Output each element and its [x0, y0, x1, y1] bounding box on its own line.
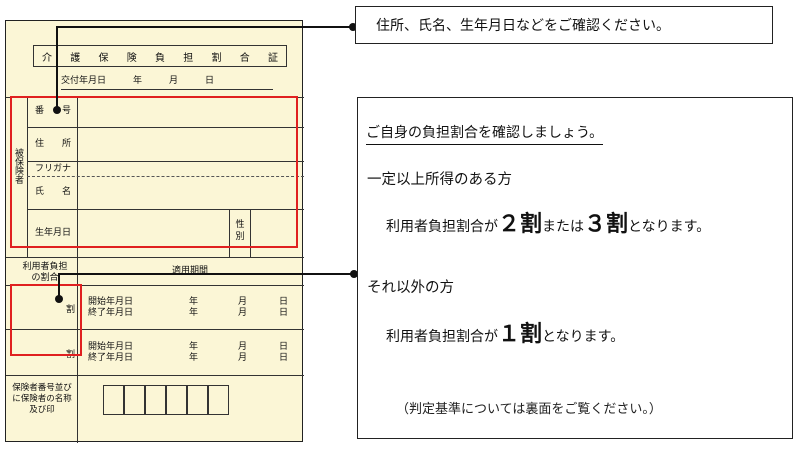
divider [27, 209, 304, 210]
connector-dot [350, 270, 358, 278]
ratio-wari: 割 [66, 305, 76, 315]
divider [77, 97, 78, 257]
insurer-number-box [166, 385, 187, 415]
title-char: 負 [155, 52, 165, 64]
ratio-3wari: ３割 [584, 212, 629, 237]
line1-prefix: 利用者負担割合が [386, 219, 498, 235]
issue-date-underline [61, 89, 273, 90]
divider [250, 209, 251, 257]
title-char: 担 [183, 52, 194, 64]
period-start-label: 開始年月日 [88, 297, 134, 307]
connector-dot [55, 295, 63, 303]
insurance-certificate-card: 介 護 保 険 負 担 割 合 証 交付年月日 年 月 日 被保険者 番 号 住… [5, 20, 304, 443]
year-unit: 年 [189, 353, 199, 363]
period-end-label: 終了年月日 [88, 308, 134, 318]
title-char: 割 [211, 52, 222, 64]
period-start-label: 開始年月日 [88, 342, 134, 352]
period-label: 適用期間 [172, 266, 209, 276]
line-others: 利用者負担割合が １割 となります。 [386, 316, 624, 348]
month-unit: 月 [238, 297, 248, 307]
divider [6, 285, 304, 286]
day-unit: 日 [279, 297, 289, 307]
divider [27, 97, 28, 257]
day-unit: 日 [279, 308, 289, 318]
divider [6, 329, 304, 330]
month-unit: 月 [238, 353, 248, 363]
insurer-label: 保険者番号並びに保険者の名称及び印 [12, 383, 72, 415]
connector-line [58, 274, 60, 299]
certificate-inner: 介 護 保 険 負 担 割 合 証 交付年月日 年 月 日 被保険者 番 号 住… [6, 33, 304, 455]
title-char: 保 [98, 52, 109, 64]
title-char: 護 [70, 52, 81, 64]
criteria-note: （判定基準については裏面をご覧ください。） [396, 402, 662, 417]
ratio-label: 利用者負担 の割合 [13, 262, 77, 284]
divider [6, 257, 304, 258]
title-char: 険 [126, 52, 137, 64]
callout-confirm-details: 住所、氏名、生年月日などをご確認ください。 [355, 6, 773, 44]
day-unit: 日 [279, 353, 289, 363]
divider [27, 161, 304, 162]
title-char: 合 [239, 52, 250, 64]
insured-info-highlight [10, 96, 298, 248]
section-others: それ以外の方 [367, 280, 454, 296]
address-label: 住 所 [35, 139, 72, 149]
divider [77, 375, 78, 443]
line1-mid: または [542, 219, 585, 235]
connector-line [56, 26, 58, 110]
sex-label: 性別 [235, 220, 245, 242]
ratio-highlight [10, 284, 82, 356]
insurer-number-box [103, 385, 124, 415]
year-unit: 年 [189, 297, 199, 307]
insured-label: 被保険者 [13, 148, 23, 184]
callout-burden-ratio: ご自身の負担割合を確認しましょう。 一定以上所得のある方 利用者負担割合が ２割… [357, 97, 793, 439]
month-unit: 月 [238, 308, 248, 318]
connector-dot [349, 23, 357, 31]
line1-suffix: となります。 [628, 219, 711, 235]
ratio-label-line1: 利用者負担 [22, 262, 68, 272]
divider [27, 127, 304, 128]
insurer-number-box [187, 385, 208, 415]
year-unit: 年 [189, 342, 199, 352]
birthdate-label: 生年月日 [35, 228, 72, 238]
callout-confirm-text: 住所、氏名、生年月日などをご確認ください。 [376, 18, 670, 34]
insurer-number-box [208, 385, 229, 415]
furigana-label: フリガナ [35, 164, 72, 174]
ratio-label-line2: の割合 [31, 273, 59, 283]
day-unit: 日 [279, 342, 289, 352]
issue-date: 交付年月日 年 月 日 [61, 76, 215, 86]
connector-line [58, 273, 356, 275]
divider [229, 209, 230, 257]
ratio-2wari: ２割 [498, 212, 543, 237]
burden-heading: ご自身の負担割合を確認しましょう。 [366, 122, 604, 145]
section-high-income: 一定以上所得のある方 [367, 172, 512, 188]
divider [77, 257, 78, 375]
ratio-1wari: １割 [498, 322, 543, 347]
month-unit: 月 [238, 342, 248, 352]
line2-prefix: 利用者負担割合が [386, 329, 498, 345]
divider [6, 375, 304, 376]
insurer-number-box [124, 385, 145, 415]
title-char: 介 [42, 52, 52, 64]
line2-suffix: となります。 [542, 329, 625, 345]
dashed-divider [27, 176, 304, 177]
title-char: 証 [268, 52, 278, 64]
period-end-label: 終了年月日 [88, 353, 134, 363]
insurer-number-box [145, 385, 166, 415]
name-label: 氏 名 [35, 187, 72, 197]
connector-line [56, 26, 354, 28]
line-high-income: 利用者負担割合が ２割 または ３割 となります。 [386, 206, 710, 238]
year-unit: 年 [189, 308, 199, 318]
certificate-title: 介 護 保 険 負 担 割 合 証 [33, 45, 287, 67]
connector-dot [53, 106, 61, 114]
